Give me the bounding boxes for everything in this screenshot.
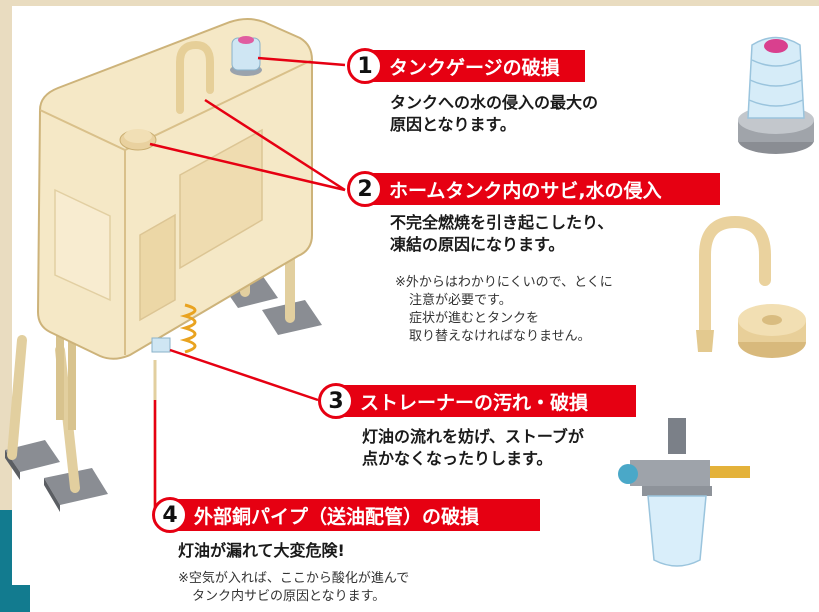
callout-2-title: ホームタンク内のサビ,水の侵入: [389, 179, 662, 202]
callout-2-number: 2: [347, 171, 383, 207]
callout-1-number: 1: [347, 48, 383, 84]
callout-4-note-line-2: タンク内サビの原因となります。: [192, 589, 386, 604]
callout-2-note-line-1: ※外からはわかりにくいので、とくに: [395, 275, 613, 290]
tank-gauge-icon: [738, 36, 814, 154]
teal-corner-block: [0, 585, 30, 612]
vent-pipe: [176, 40, 214, 114]
leader-lines: [149, 56, 346, 514]
strainer-under-tank: [151, 303, 197, 354]
callout-2-note: ※外からはわかりにくいので、とくに 注意が必要です。 症状が進むとタンクを 取り…: [395, 274, 613, 346]
callout-3-number: 3: [318, 383, 354, 419]
vent-pipe-icon: [696, 215, 771, 352]
callout-1-description: タンクへの水の侵入の最大の 原因となります。: [390, 92, 598, 136]
callout-3-line-2: 点かなくなったりします。: [362, 449, 553, 468]
home-tank: [36, 18, 313, 360]
callout-4-line-1: 灯油が漏れて大変危険!: [178, 541, 345, 560]
callout-4-title: 外部銅パイプ（送油配管）の破損: [194, 505, 480, 528]
callout-2-line-1: 不完全燃焼を引き起こしたり、: [390, 213, 614, 232]
callout-4-banner: 4 外部銅パイプ（送油配管）の破損: [152, 497, 540, 533]
oil-cap-icon: [738, 304, 806, 358]
callout-1-line-1: タンクへの水の侵入の最大の: [390, 93, 599, 112]
callout-2-description: 不完全燃焼を引き起こしたり、 凍結の原因になります。: [390, 212, 613, 256]
callout-2-note-line-4: 取り替えなければなりません。: [409, 329, 591, 344]
callout-2-note-line-3: 症状が進むとタンクを: [409, 311, 540, 326]
callout-3-banner: 3 ストレーナーの汚れ・破損: [318, 383, 636, 419]
tank-gauge: [230, 36, 262, 76]
callout-2-line-2: 凍結の原因になります。: [390, 235, 565, 254]
callout-1-banner: 1 タンクゲージの破損: [347, 48, 585, 84]
callout-4-note: ※空気が入れば、ここから酸化が進んで タンク内サビの原因となります。: [178, 570, 409, 606]
callout-4-description: 灯油が漏れて大変危険!: [178, 540, 345, 562]
callout-2-banner: 2 ホームタンク内のサビ,水の侵入: [347, 171, 720, 207]
callout-4-number: 4: [152, 497, 188, 533]
callout-2-note-line-2: 注意が必要です。: [409, 293, 512, 308]
callout-1-line-2: 原因となります。: [390, 115, 516, 134]
callout-3-description: 灯油の流れを妨げ、ストーブが 点かなくなったりします。: [362, 426, 584, 470]
callout-3-line-1: 灯油の流れを妨げ、ストーブが: [362, 427, 584, 446]
strainer-icon: [618, 418, 750, 567]
callout-1-title: タンクゲージの破損: [389, 56, 560, 79]
callout-3-title: ストレーナーの汚れ・破損: [360, 391, 589, 414]
callout-4-note-line-1: ※空気が入れば、ここから酸化が進んで: [178, 571, 410, 586]
